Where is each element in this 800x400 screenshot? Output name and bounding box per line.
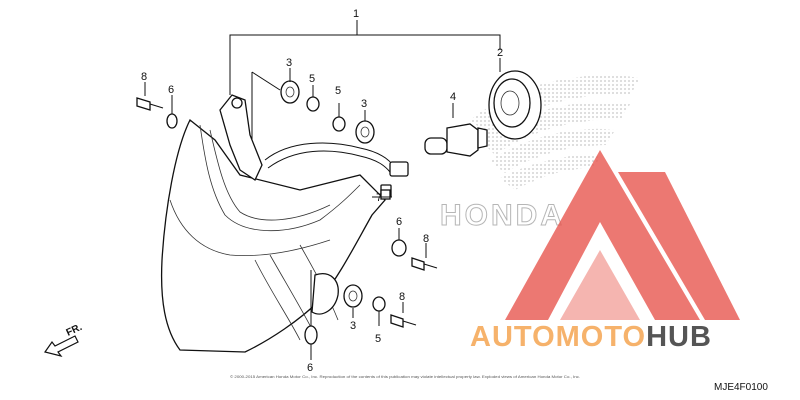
callout-3: 3 bbox=[350, 320, 356, 332]
clip-part-7 bbox=[380, 189, 391, 200]
copyright-notice: © 2000-2015 American Honda Motor Co., In… bbox=[230, 374, 580, 379]
callout-leaders bbox=[144, 20, 501, 360]
watermark-brand-part1: AUTOMOTO bbox=[470, 321, 646, 353]
front-direction-indicator: FR. bbox=[44, 322, 84, 357]
callout-5: 5 bbox=[309, 73, 315, 85]
callout-5: 5 bbox=[375, 333, 381, 345]
callout-6: 6 bbox=[396, 216, 402, 228]
watermark-brand-text: AUTOMOTOHUB bbox=[470, 321, 712, 353]
front-label: FR. bbox=[65, 322, 84, 339]
callout-1: 1 bbox=[353, 8, 359, 20]
collar-part-5 bbox=[306, 96, 386, 312]
automotohub-watermark-logo bbox=[505, 150, 740, 320]
front-arrow-icon bbox=[44, 335, 79, 357]
washer-part-6 bbox=[166, 113, 407, 345]
callout-6: 6 bbox=[168, 84, 174, 96]
diagram-code: MJE4F0100 bbox=[714, 382, 768, 393]
callout-3: 3 bbox=[286, 57, 292, 69]
callout-2: 2 bbox=[497, 47, 503, 59]
callout-numbers: 1 2 3 3 3 4 5 5 5 6 6 6 7 8 8 8 bbox=[141, 8, 503, 374]
headlight-assembly bbox=[160, 94, 409, 353]
callout-7: 7 bbox=[376, 192, 382, 204]
socket-cover-part-2 bbox=[488, 70, 542, 140]
callout-4: 4 bbox=[450, 91, 456, 103]
callout-8: 8 bbox=[141, 71, 147, 83]
callout-5: 5 bbox=[335, 85, 341, 97]
callout-8: 8 bbox=[423, 233, 429, 245]
callout-6: 6 bbox=[307, 362, 313, 374]
bolt-part-8 bbox=[136, 97, 438, 328]
honda-logo-text: HONDA bbox=[440, 199, 565, 232]
callout-8: 8 bbox=[399, 291, 405, 303]
watermark-brand-part2: HUB bbox=[646, 321, 712, 353]
headlight-bulb-part-4 bbox=[424, 123, 488, 157]
callout-3: 3 bbox=[361, 98, 367, 110]
